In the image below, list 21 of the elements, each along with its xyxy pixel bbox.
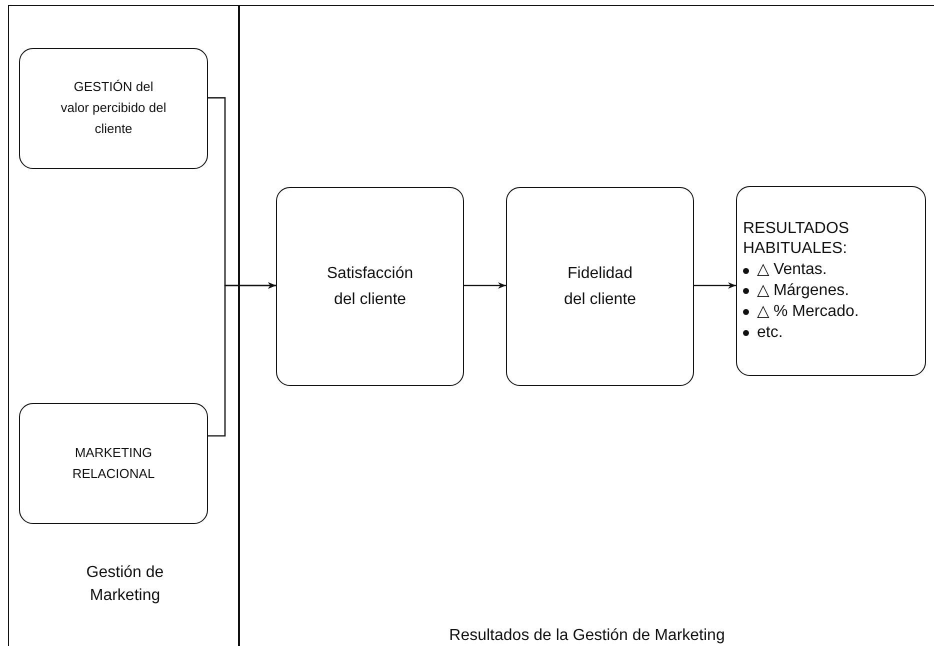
process-box bbox=[506, 187, 694, 386]
bullet-item: △ Márgenes. bbox=[757, 281, 850, 301]
process-box bbox=[19, 48, 208, 169]
panel bbox=[8, 5, 240, 646]
arrow bbox=[464, 282, 506, 289]
box-text: Fidelidad del cliente bbox=[562, 264, 638, 310]
process-box bbox=[276, 187, 464, 386]
box-text: RESULTADOS HABITUALES: bbox=[743, 218, 850, 260]
process-box bbox=[19, 403, 208, 524]
panel bbox=[240, 5, 934, 646]
arrow bbox=[694, 282, 736, 289]
panel-heading: Gestión de Marketing bbox=[85, 563, 165, 606]
box-text: MARKETING RELACIONAL bbox=[71, 444, 156, 482]
bullet-item: △ % Mercado. bbox=[757, 302, 859, 322]
box-text: GESTIÓN del valor percibido del cliente bbox=[60, 78, 168, 138]
process-box bbox=[736, 186, 926, 376]
arrow bbox=[207, 282, 276, 437]
bullet-item: etc. bbox=[757, 322, 783, 343]
bullet-item: △ Ventas. bbox=[757, 260, 827, 280]
panel-heading: Resultados de la Gestión de Marketing bbox=[448, 626, 726, 646]
box-text: Satisfacción del cliente bbox=[326, 264, 414, 310]
